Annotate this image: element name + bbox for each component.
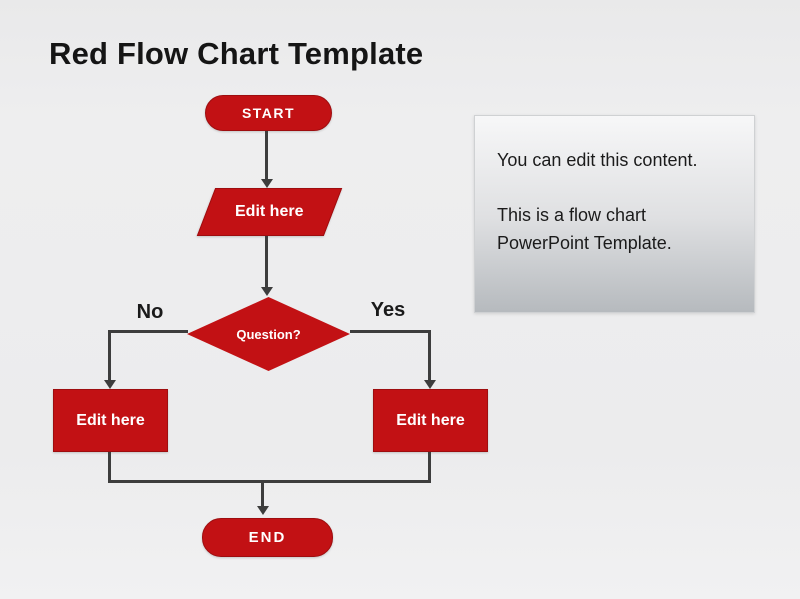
note-box[interactable]: You can edit this content. This is a flo… xyxy=(474,115,755,313)
connector-merge-to-end xyxy=(261,483,264,506)
connector-start-to-input xyxy=(265,131,268,179)
right-process-label: Edit here xyxy=(396,411,465,429)
right-process-node[interactable]: Edit here xyxy=(373,389,488,452)
slide-title: Red Flow Chart Template xyxy=(49,36,424,71)
connector-no-horizontal xyxy=(110,330,188,333)
input-node-label: Edit here xyxy=(235,203,304,220)
note-paragraph-2-line-1: This is a flow chart xyxy=(497,205,647,225)
arrowhead-down-icon xyxy=(424,380,436,389)
input-parallelogram-node[interactable]: Edit here xyxy=(196,188,343,236)
arrowhead-down-icon xyxy=(104,380,116,389)
no-branch-label: No xyxy=(136,301,164,323)
connector-input-to-decision xyxy=(265,236,268,287)
end-node[interactable]: END xyxy=(202,518,333,557)
yes-branch-label: Yes xyxy=(370,299,406,321)
connector-right-merge-vertical xyxy=(428,452,431,483)
arrowhead-down-icon xyxy=(261,287,273,296)
left-process-label: Edit here xyxy=(76,411,145,429)
arrowhead-down-icon xyxy=(261,179,273,188)
note-paragraph-2-line-2: PowerPoint Template. xyxy=(497,233,672,253)
connector-yes-horizontal xyxy=(350,330,431,333)
connector-left-merge-vertical xyxy=(108,452,111,483)
end-node-label: END xyxy=(248,529,287,546)
start-node[interactable]: START xyxy=(205,95,332,131)
decision-node-label: Question? xyxy=(236,326,301,342)
left-process-node[interactable]: Edit here xyxy=(53,389,168,452)
start-node-label: START xyxy=(241,105,296,121)
connector-yes-vertical xyxy=(428,330,431,380)
connector-merge-horizontal xyxy=(108,480,431,483)
arrowhead-down-icon xyxy=(257,506,269,515)
connector-no-vertical xyxy=(108,330,111,380)
decision-diamond-node[interactable]: Question? xyxy=(187,297,350,371)
note-paragraph-1: You can edit this content. xyxy=(497,150,698,170)
